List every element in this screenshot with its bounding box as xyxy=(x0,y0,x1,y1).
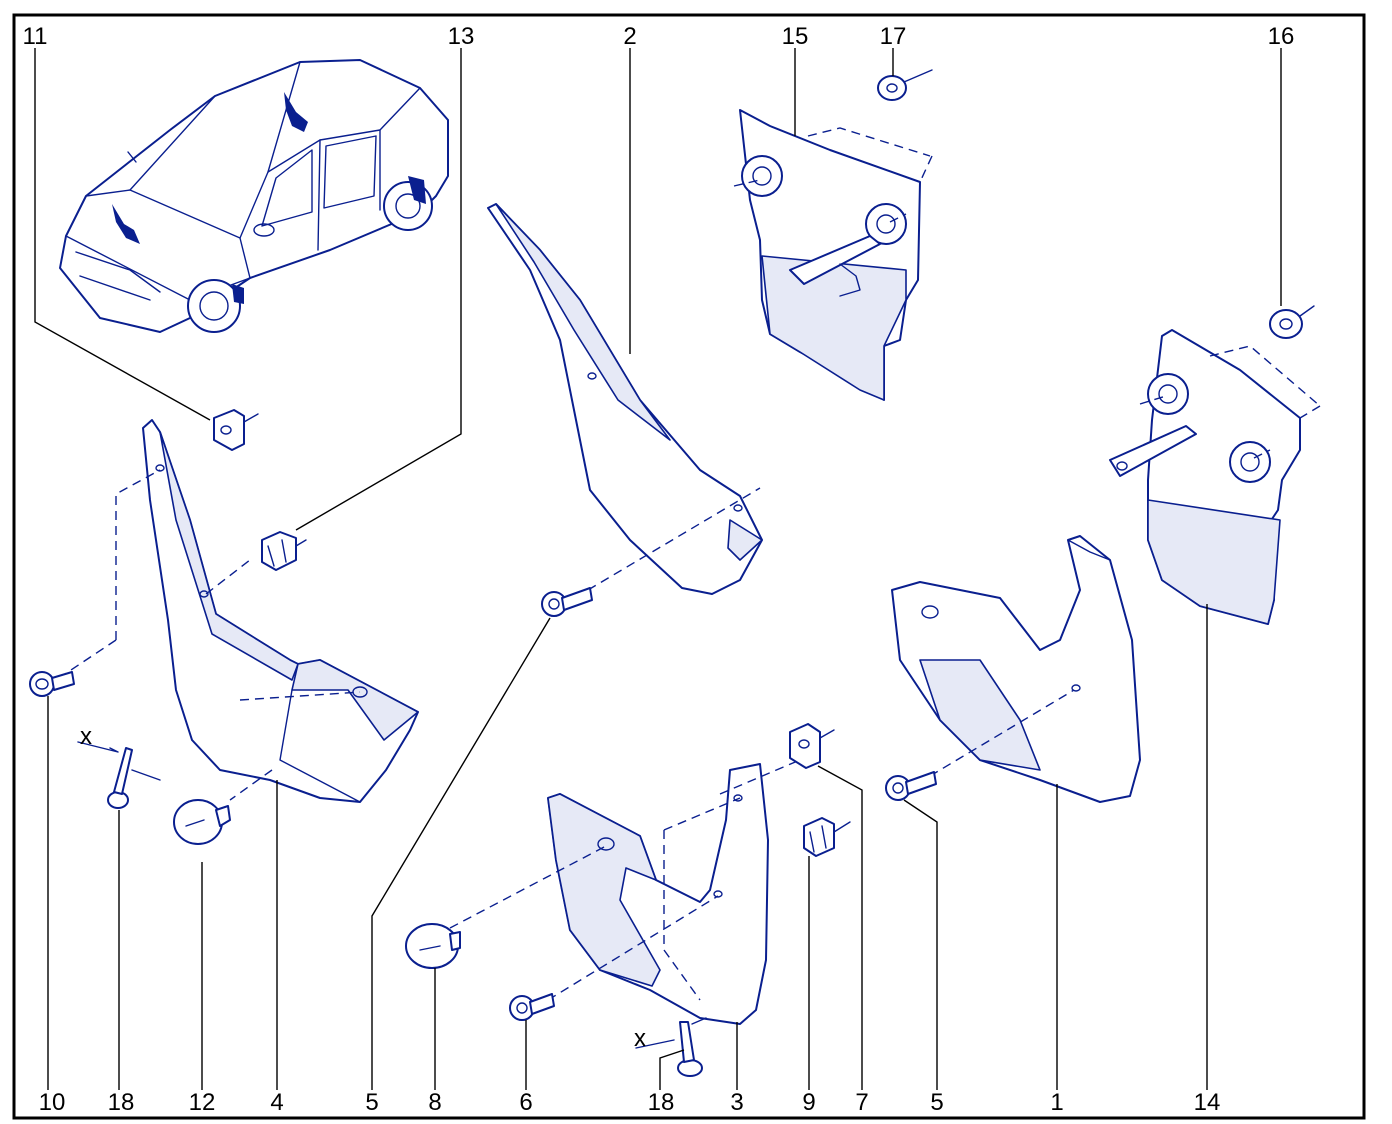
dimension-mark-x-right: x xyxy=(634,1025,646,1052)
callout-7: 7 xyxy=(855,1089,868,1116)
screw-part-5-middle xyxy=(541,587,593,617)
screw-part-10 xyxy=(29,671,75,697)
callout-13: 13 xyxy=(448,23,475,50)
plug-part-12 xyxy=(173,799,231,845)
dimension-mark-x-left: x xyxy=(80,723,92,750)
callout-18-left: 18 xyxy=(108,1089,135,1116)
mudflap-part-2 xyxy=(487,203,763,595)
callout-6: 6 xyxy=(519,1089,532,1116)
callout-12: 12 xyxy=(189,1089,216,1116)
callout-8: 8 xyxy=(428,1089,441,1116)
screw-part-18-left xyxy=(77,741,161,809)
screw-part-18-middle xyxy=(635,1017,707,1077)
assembly-line-part-1 xyxy=(929,689,1075,777)
callout-10: 10 xyxy=(39,1089,66,1116)
screw-part-6 xyxy=(509,993,555,1021)
mudflap-part-3 xyxy=(547,763,769,1025)
assembly-line-part-4 xyxy=(61,469,361,801)
screw-part-5-right xyxy=(885,771,937,801)
callout-16: 16 xyxy=(1268,23,1295,50)
callout-5-left: 5 xyxy=(365,1089,378,1116)
callout-15: 15 xyxy=(782,23,809,50)
clip-part-11 xyxy=(213,409,259,451)
washer-part-17 xyxy=(877,69,933,101)
assembly-line-part-15 xyxy=(733,127,933,223)
callout-17: 17 xyxy=(880,23,907,50)
callout-14: 14 xyxy=(1194,1089,1221,1116)
assembly-line-part-2 xyxy=(587,487,761,591)
callout-2: 2 xyxy=(623,23,636,50)
callout-5-right: 5 xyxy=(930,1089,943,1116)
bracket-part-15 xyxy=(739,109,921,401)
nut-part-9 xyxy=(803,817,851,857)
callout-1: 1 xyxy=(1050,1089,1063,1116)
bracket-part-14 xyxy=(1109,329,1301,625)
clip-part-7 xyxy=(789,723,835,769)
mudflap-part-1 xyxy=(891,535,1141,803)
callout-11: 11 xyxy=(23,23,48,50)
car-overview-illustration xyxy=(59,59,449,333)
nut-part-13 xyxy=(261,531,307,571)
leader-lines xyxy=(34,48,1282,1090)
diagram-frame xyxy=(12,13,1366,1120)
callout-9: 9 xyxy=(802,1089,815,1116)
assembly-line-part-3 xyxy=(449,759,801,1001)
callout-4: 4 xyxy=(270,1089,283,1116)
callout-18-right: 18 xyxy=(648,1089,675,1116)
callout-3: 3 xyxy=(730,1089,743,1116)
washer-part-16 xyxy=(1269,305,1315,339)
plug-part-8 xyxy=(405,923,461,969)
mudflap-part-4 xyxy=(142,419,419,803)
